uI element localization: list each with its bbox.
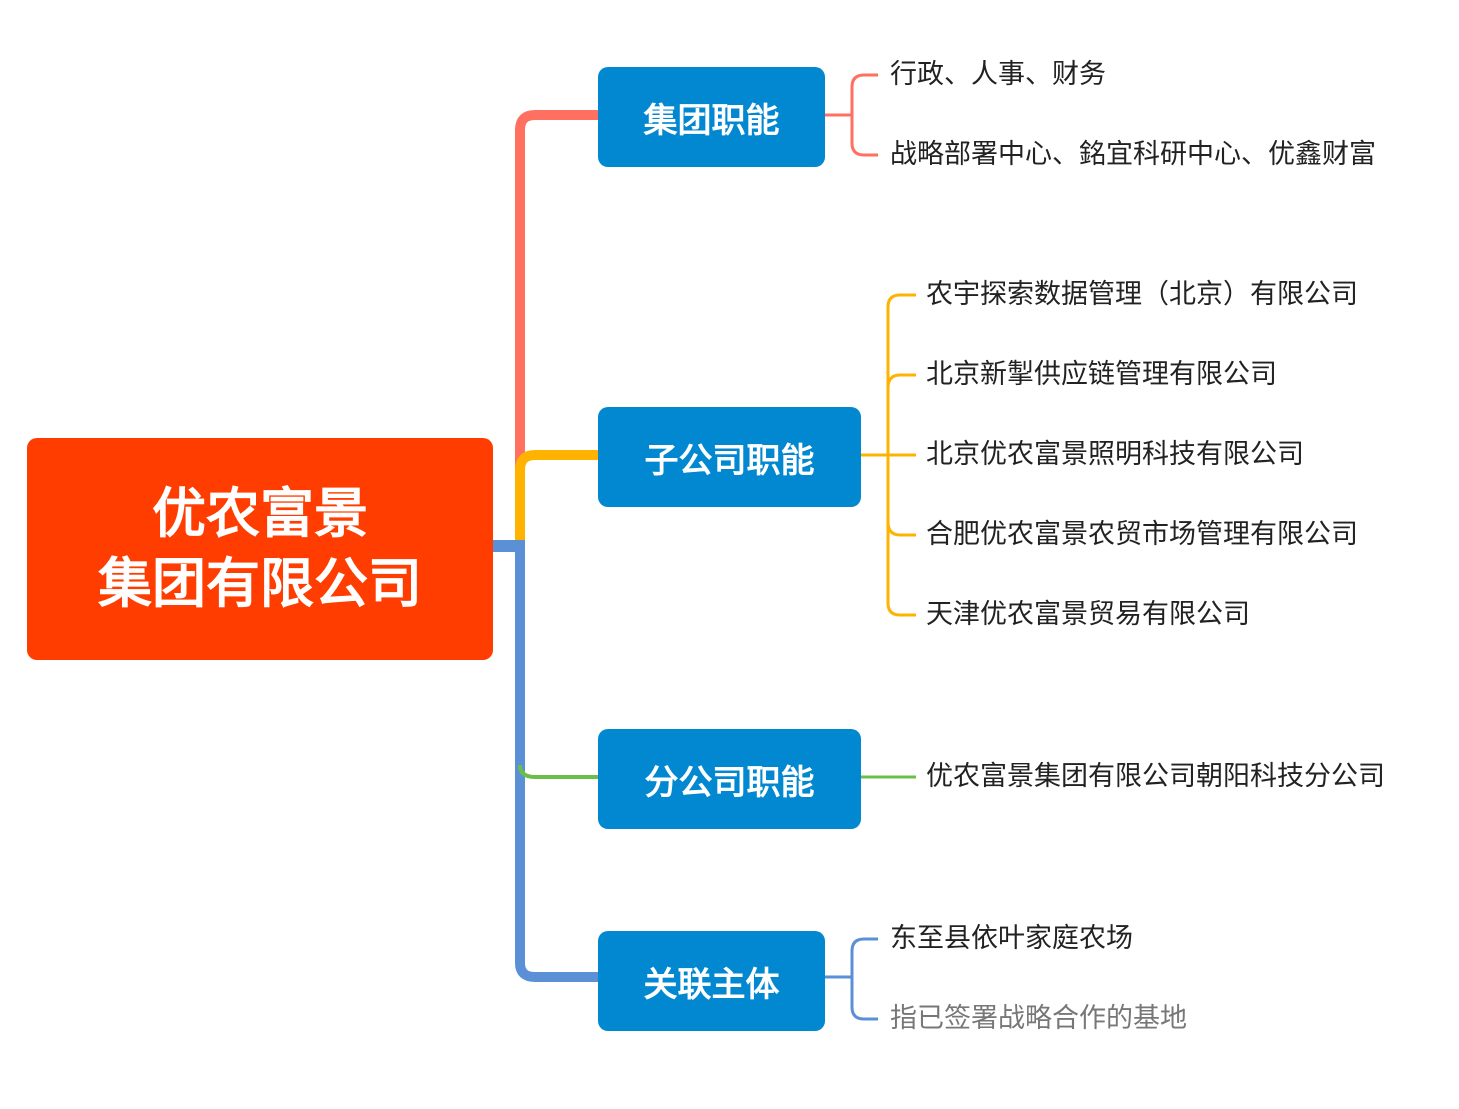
bracket-subsidiary [861, 293, 916, 617]
branch-node-related[interactable]: 关联主体 [598, 931, 825, 1031]
leaf-subsidiary-3[interactable]: 北京优农富景照明科技有限公司 [926, 439, 1304, 470]
root-title-line1: 优农富景 [152, 482, 368, 545]
connector-related [493, 540, 598, 982]
root-title-line2: 集团有限公司 [98, 552, 422, 615]
leaf-subsidiary-1[interactable]: 农宇探索数据管理（北京）有限公司 [926, 279, 1358, 310]
leaf-subsidiary-2[interactable]: 北京新掣供应链管理有限公司 [926, 359, 1277, 390]
leaf-related-1[interactable]: 东至县依叶家庭农场 [890, 923, 1133, 954]
leaf-related-2[interactable]: 指已签署战略合作的基地 [890, 1003, 1187, 1034]
leaf-subsidiary-5[interactable]: 天津优农富景贸易有限公司 [926, 599, 1250, 630]
bracket-related [825, 937, 878, 1021]
connector-branch-office [518, 764, 598, 779]
connector-subsidiary [515, 450, 598, 545]
root-node[interactable]: 优农富景 集团有限公司 [27, 438, 493, 660]
leaf-subsidiary-4[interactable]: 合肥优农富景农贸市场管理有限公司 [926, 519, 1358, 550]
leaf-branch-office-1[interactable]: 优农富景集团有限公司朝阳科技分公司 [926, 761, 1385, 792]
connector-group [493, 110, 598, 550]
bracket-group [825, 73, 878, 157]
leaf-group-2[interactable]: 战略部署中心、銘宜科研中心、优鑫财富 [890, 139, 1376, 170]
branch-node-subsidiary[interactable]: 子公司职能 [598, 407, 861, 507]
leaf-group-1[interactable]: 行政、人事、财务 [890, 59, 1106, 90]
branch-node-group[interactable]: 集团职能 [598, 67, 825, 167]
branch-node-branch-office[interactable]: 分公司职能 [598, 729, 861, 829]
